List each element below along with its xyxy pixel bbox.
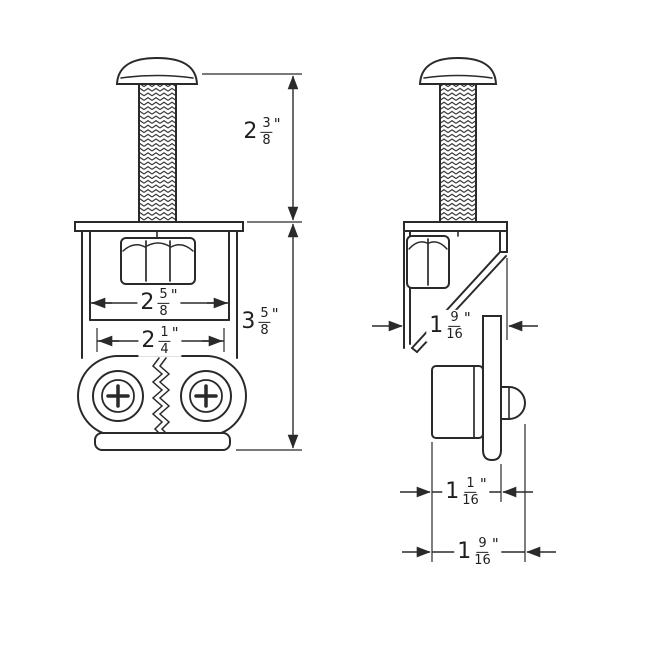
dim-whole: 1 — [445, 479, 460, 504]
phillips-screw-left-icon — [101, 379, 135, 413]
left-roller — [92, 370, 144, 422]
bracket-top-plate-front — [74, 221, 244, 232]
dim-fraction: 3 8 — [260, 115, 273, 148]
dim-whole: 2 — [141, 328, 156, 353]
inch-mark: " — [170, 285, 178, 304]
dim-whole: 2 — [243, 119, 258, 144]
hex-nut-side — [406, 230, 459, 289]
dim-bracket-depth-lines — [372, 258, 538, 340]
threaded-shaft-front — [138, 83, 177, 224]
inch-mark: " — [491, 534, 499, 553]
bolt-head-side — [418, 56, 498, 85]
dim-whole: 1 — [429, 313, 444, 338]
dim-fraction: 5 8 — [258, 305, 271, 338]
bracket-walls-front — [81, 230, 238, 359]
dim-roller-width-label: 2 1 4 " — [138, 323, 182, 358]
phillips-screw-right-icon — [189, 379, 223, 413]
rear-plate-side — [482, 315, 502, 462]
dim-fraction: 9 16 — [446, 309, 463, 342]
inch-mark: " — [463, 308, 471, 327]
right-roller — [180, 370, 232, 422]
dim-body-height-label: 3 5 8 " — [238, 304, 282, 339]
hex-nut-front — [120, 230, 196, 285]
bolt-head-front — [115, 56, 199, 85]
dim-fraction: 1 4 — [158, 324, 171, 357]
dim-overall-depth-label: 1 9 16 " — [454, 534, 502, 569]
roller-seam — [151, 357, 171, 435]
dim-bracket-depth-label: 1 9 16 " — [426, 308, 474, 343]
dim-fraction: 1 16 — [462, 475, 479, 508]
dim-whole: 3 — [241, 309, 256, 334]
bottom-plate-front — [94, 432, 231, 451]
side-view — [403, 56, 526, 462]
threaded-shaft-side — [439, 83, 477, 224]
bullet-catch-side — [500, 386, 526, 420]
inch-mark: " — [273, 114, 281, 133]
inch-mark: " — [171, 323, 179, 342]
dim-whole: 2 — [140, 290, 155, 315]
front-view — [74, 56, 247, 451]
dim-inner-width-label: 2 5 8 " — [137, 285, 181, 320]
inch-mark: " — [479, 474, 487, 493]
roller-cylinder-side — [431, 365, 484, 439]
dim-fraction: 9 16 — [474, 535, 491, 568]
bracket-lip-side — [499, 230, 508, 253]
dim-whole: 1 — [457, 539, 472, 564]
inch-mark: " — [271, 304, 279, 323]
dim-bolt-height-label: 2 3 8 " — [240, 114, 284, 149]
dim-fraction: 5 8 — [157, 286, 170, 319]
height-dimension-chain — [202, 73, 302, 451]
bracket-top-plate-side — [403, 221, 508, 232]
dim-roller-depth-label: 1 1 16 " — [442, 474, 490, 509]
